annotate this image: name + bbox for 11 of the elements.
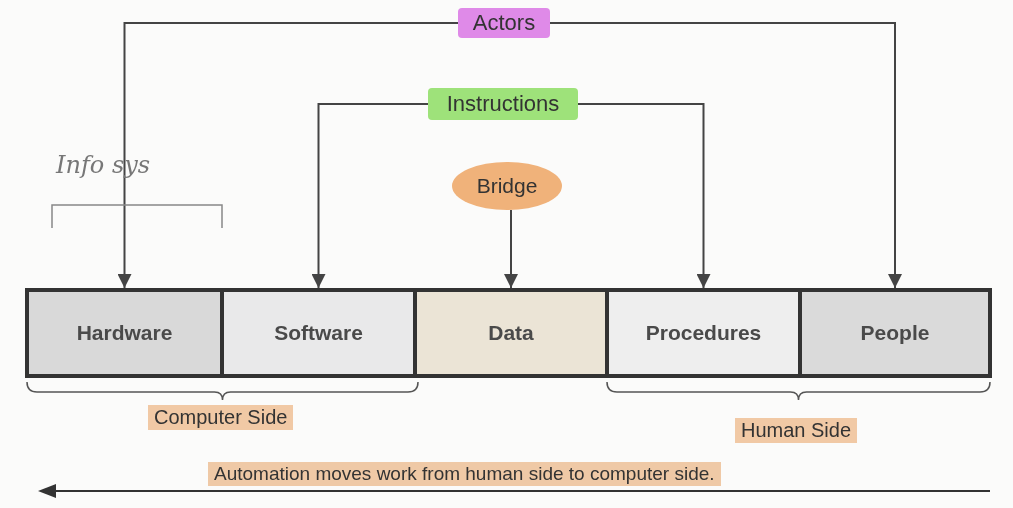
highlighted-label: Instructions	[428, 88, 578, 120]
arrow	[577, 103, 711, 289]
group-label: Computer Side	[148, 405, 294, 430]
arrow	[117, 22, 459, 289]
highlighted-label: Actors	[458, 8, 550, 38]
note-text: Automation moves work from human side to computer side.	[208, 462, 721, 486]
arrow	[549, 22, 902, 289]
arrow	[311, 103, 429, 289]
group-label: Human Side	[735, 418, 858, 443]
oval-label: Bridge	[452, 162, 562, 210]
arrow	[504, 209, 518, 289]
